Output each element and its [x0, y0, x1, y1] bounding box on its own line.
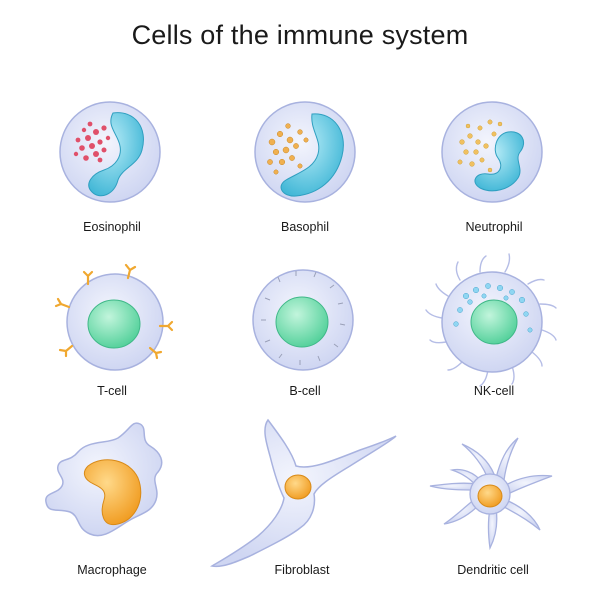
- nk-cell-granules: [453, 283, 533, 333]
- basophil-granules: [267, 123, 309, 175]
- t-cell-receptors: [54, 263, 174, 360]
- neutrophil-cell: Neutrophil: [441, 101, 543, 234]
- diagram-title: Cells of the immune system: [131, 20, 469, 50]
- label-eosinophil: Eosinophil: [83, 220, 141, 234]
- label-dendritic-cell: Dendritic cell: [457, 563, 529, 577]
- nk-cell: NK-cell: [425, 253, 557, 398]
- basophil-cell: Basophil: [254, 101, 356, 234]
- label-basophil: Basophil: [281, 220, 329, 234]
- dendritic-cell: Dendritic cell: [429, 437, 553, 577]
- nk-cell-projections: [425, 253, 557, 387]
- label-neutrophil: Neutrophil: [466, 220, 523, 234]
- label-b-cell: B-cell: [289, 384, 320, 398]
- macrophage-cell: Macrophage: [45, 422, 163, 577]
- fibroblast-cell: Fibroblast: [209, 418, 397, 577]
- label-nk-cell: NK-cell: [474, 384, 514, 398]
- label-fibroblast: Fibroblast: [275, 563, 330, 577]
- label-t-cell: T-cell: [97, 384, 127, 398]
- neutrophil-granules: [457, 119, 503, 173]
- b-cell: B-cell: [252, 269, 354, 398]
- b-cell-antibodies: [261, 271, 346, 365]
- t-cell: T-cell: [54, 263, 174, 398]
- label-macrophage: Macrophage: [77, 563, 147, 577]
- eosinophil-granules: [73, 121, 111, 163]
- eosinophil-cell: Eosinophil: [59, 101, 161, 234]
